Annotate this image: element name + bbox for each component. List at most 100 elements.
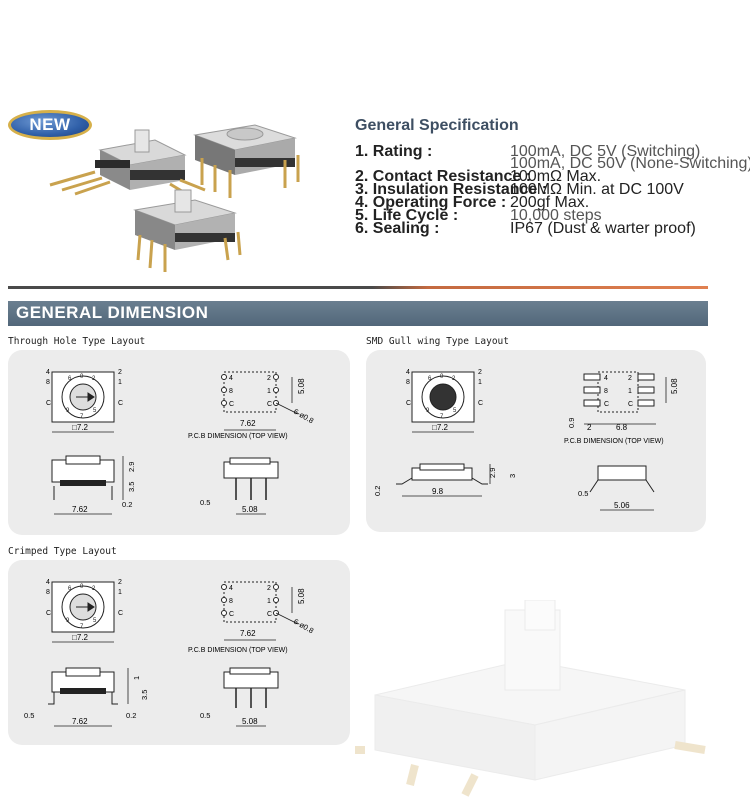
svg-text:0: 0 bbox=[440, 374, 444, 380]
cr-pcb-row-1: 1 bbox=[267, 598, 271, 605]
th-pin-c-left: C bbox=[46, 400, 51, 407]
spec-value-contact: 100mΩ Max. bbox=[510, 168, 602, 185]
th-pcb-caption: P.C.B DIMENSION (TOP VIEW) bbox=[188, 433, 288, 440]
th-pin-4: 4 bbox=[46, 369, 50, 376]
product-photo-smd bbox=[49, 129, 206, 198]
cr-hole-note: 6-ø0.8 bbox=[292, 617, 315, 636]
smd-pin-c-left: C bbox=[406, 400, 411, 407]
cr-pin-2: 2 bbox=[118, 579, 122, 586]
th-pcb-view: 4 8 C 2 1 C 7.62 5.08 6-ø0.8 P.C.B DIMEN… bbox=[188, 371, 315, 440]
svg-text:6: 6 bbox=[68, 376, 72, 382]
svg-text:0: 0 bbox=[80, 584, 84, 590]
spec-label-force: 4. Operating Force : bbox=[355, 194, 507, 211]
th-pin-2: 2 bbox=[118, 369, 122, 376]
smd-side-width: 9.8 bbox=[432, 487, 444, 496]
smd-side-h2: 3 bbox=[508, 474, 517, 478]
cr-pcb-row-8: 8 bbox=[229, 598, 233, 605]
svg-text:9: 9 bbox=[426, 408, 430, 414]
smd-pad-row-4: 4 bbox=[604, 375, 608, 382]
cr-dim-width: □7.2 bbox=[72, 633, 89, 642]
svg-text:7: 7 bbox=[80, 414, 84, 420]
smd-side-h1: 2.9 bbox=[488, 468, 497, 478]
product-photos bbox=[49, 124, 300, 272]
smd-pad-row-c2: C bbox=[628, 401, 633, 408]
spec-value-insulation: 100MΩ Min. at DC 100V bbox=[510, 181, 684, 198]
smd-pad-w: 2 bbox=[587, 423, 592, 432]
spec-value-force: 200gf Max. bbox=[510, 194, 590, 211]
cr-side-view: 1 3.5 0.5 0.2 7.62 bbox=[24, 667, 149, 727]
crimped-label: Crimped Type Layout bbox=[8, 546, 117, 557]
cr-pcb-pitch: 7.62 bbox=[240, 629, 256, 638]
svg-text:2: 2 bbox=[92, 586, 96, 592]
cr-pin-pitch: 5.08 bbox=[242, 717, 258, 726]
cr-pcb-view: 4 8 C 2 1 C 7.62 5.08 6-ø0.8 P.C.B DIMEN… bbox=[188, 581, 315, 654]
product-photo-through-hole bbox=[193, 124, 300, 198]
cr-pin-offset: 0.5 bbox=[200, 711, 210, 720]
svg-text:6: 6 bbox=[68, 586, 72, 592]
th-pcb-row-c2: C bbox=[267, 401, 272, 408]
svg-text:5: 5 bbox=[93, 618, 97, 624]
spec-label-sealing: 6. Sealing : bbox=[355, 220, 440, 237]
spec-label-life: 5. Life Cycle : bbox=[355, 207, 459, 224]
cr-side-offset-left: 0.5 bbox=[24, 711, 34, 720]
spec-value-life: 10,000 steps bbox=[510, 207, 602, 224]
th-side-h2: 3.5 bbox=[127, 482, 136, 492]
th-pin-1: 1 bbox=[118, 379, 122, 386]
spec-title: General Specification bbox=[355, 117, 519, 134]
cr-pcb-height: 5.08 bbox=[297, 588, 306, 604]
cr-pcb-row-c: C bbox=[229, 611, 234, 618]
section-divider bbox=[8, 286, 708, 289]
smd-label: SMD Gull wing Type Layout bbox=[366, 336, 509, 347]
th-side-offset: 0.2 bbox=[122, 500, 132, 509]
smd-pad-row-c: C bbox=[604, 401, 609, 408]
smd-pad-row-1: 1 bbox=[628, 388, 632, 395]
smd-pcb-caption: P.C.B DIMENSION (TOP VIEW) bbox=[564, 438, 664, 445]
th-pin-offset: 0.5 bbox=[200, 498, 210, 507]
product-photo-crimped bbox=[133, 189, 242, 272]
cr-pin-view: 0.5 5.08 bbox=[200, 667, 279, 727]
th-pin-c-right: C bbox=[118, 400, 123, 407]
smd-pad-row-8: 8 bbox=[604, 388, 608, 395]
th-pin-8: 8 bbox=[46, 379, 50, 386]
th-pcb-height: 5.08 bbox=[297, 378, 306, 394]
cr-pcb-caption: P.C.B DIMENSION (TOP VIEW) bbox=[188, 647, 288, 654]
spec-value-sealing: IP67 (Dust & warter proof) bbox=[510, 220, 696, 237]
smd-pin-c-right: C bbox=[478, 400, 483, 407]
dimension-title: GENERAL DIMENSION bbox=[16, 303, 209, 322]
smd-pin-pitch: 5.06 bbox=[614, 501, 630, 510]
th-dim-width: □7.2 bbox=[72, 423, 89, 432]
th-side-h1: 2.9 bbox=[127, 462, 136, 472]
dimension-header-band bbox=[8, 301, 708, 326]
smd-pin-4: 4 bbox=[406, 369, 410, 376]
spec-label-contact: 2. Contact Resistance : bbox=[355, 168, 532, 185]
new-badge: NEW bbox=[8, 110, 92, 140]
th-pcb-row-c: C bbox=[229, 401, 234, 408]
cr-side-width: 7.62 bbox=[72, 717, 88, 726]
svg-text:0: 0 bbox=[80, 374, 84, 380]
smd-pin-1: 1 bbox=[478, 379, 482, 386]
th-hole-note: 6-ø0.8 bbox=[292, 407, 315, 426]
svg-text:5: 5 bbox=[93, 408, 97, 414]
smd-pad-row-2: 2 bbox=[628, 375, 632, 382]
th-side-width: 7.62 bbox=[72, 505, 88, 514]
th-pin-view: 0.5 5.08 bbox=[200, 457, 279, 515]
th-pcb-row-8: 8 bbox=[229, 388, 233, 395]
cr-side-h1: 1 bbox=[132, 676, 141, 680]
cr-pcb-row-4: 4 bbox=[229, 585, 233, 592]
svg-text:9: 9 bbox=[66, 618, 70, 624]
smd-pad-height: 5.08 bbox=[670, 378, 679, 394]
cr-pin-8: 8 bbox=[46, 589, 50, 596]
cr-pin-c-right: C bbox=[118, 610, 123, 617]
spec-value-rating-1: 100mA, DC 5V (Switching) bbox=[510, 143, 701, 160]
smd-pin-view: 0.5 5.06 bbox=[578, 465, 655, 511]
th-pcb-pitch: 7.62 bbox=[240, 419, 256, 428]
svg-text:9: 9 bbox=[66, 408, 70, 414]
svg-text:5: 5 bbox=[453, 408, 457, 414]
th-pcb-row-2: 2 bbox=[267, 375, 271, 382]
cr-pin-1: 1 bbox=[118, 589, 122, 596]
cr-pin-4: 4 bbox=[46, 579, 50, 586]
smd-pin-2: 2 bbox=[478, 369, 482, 376]
